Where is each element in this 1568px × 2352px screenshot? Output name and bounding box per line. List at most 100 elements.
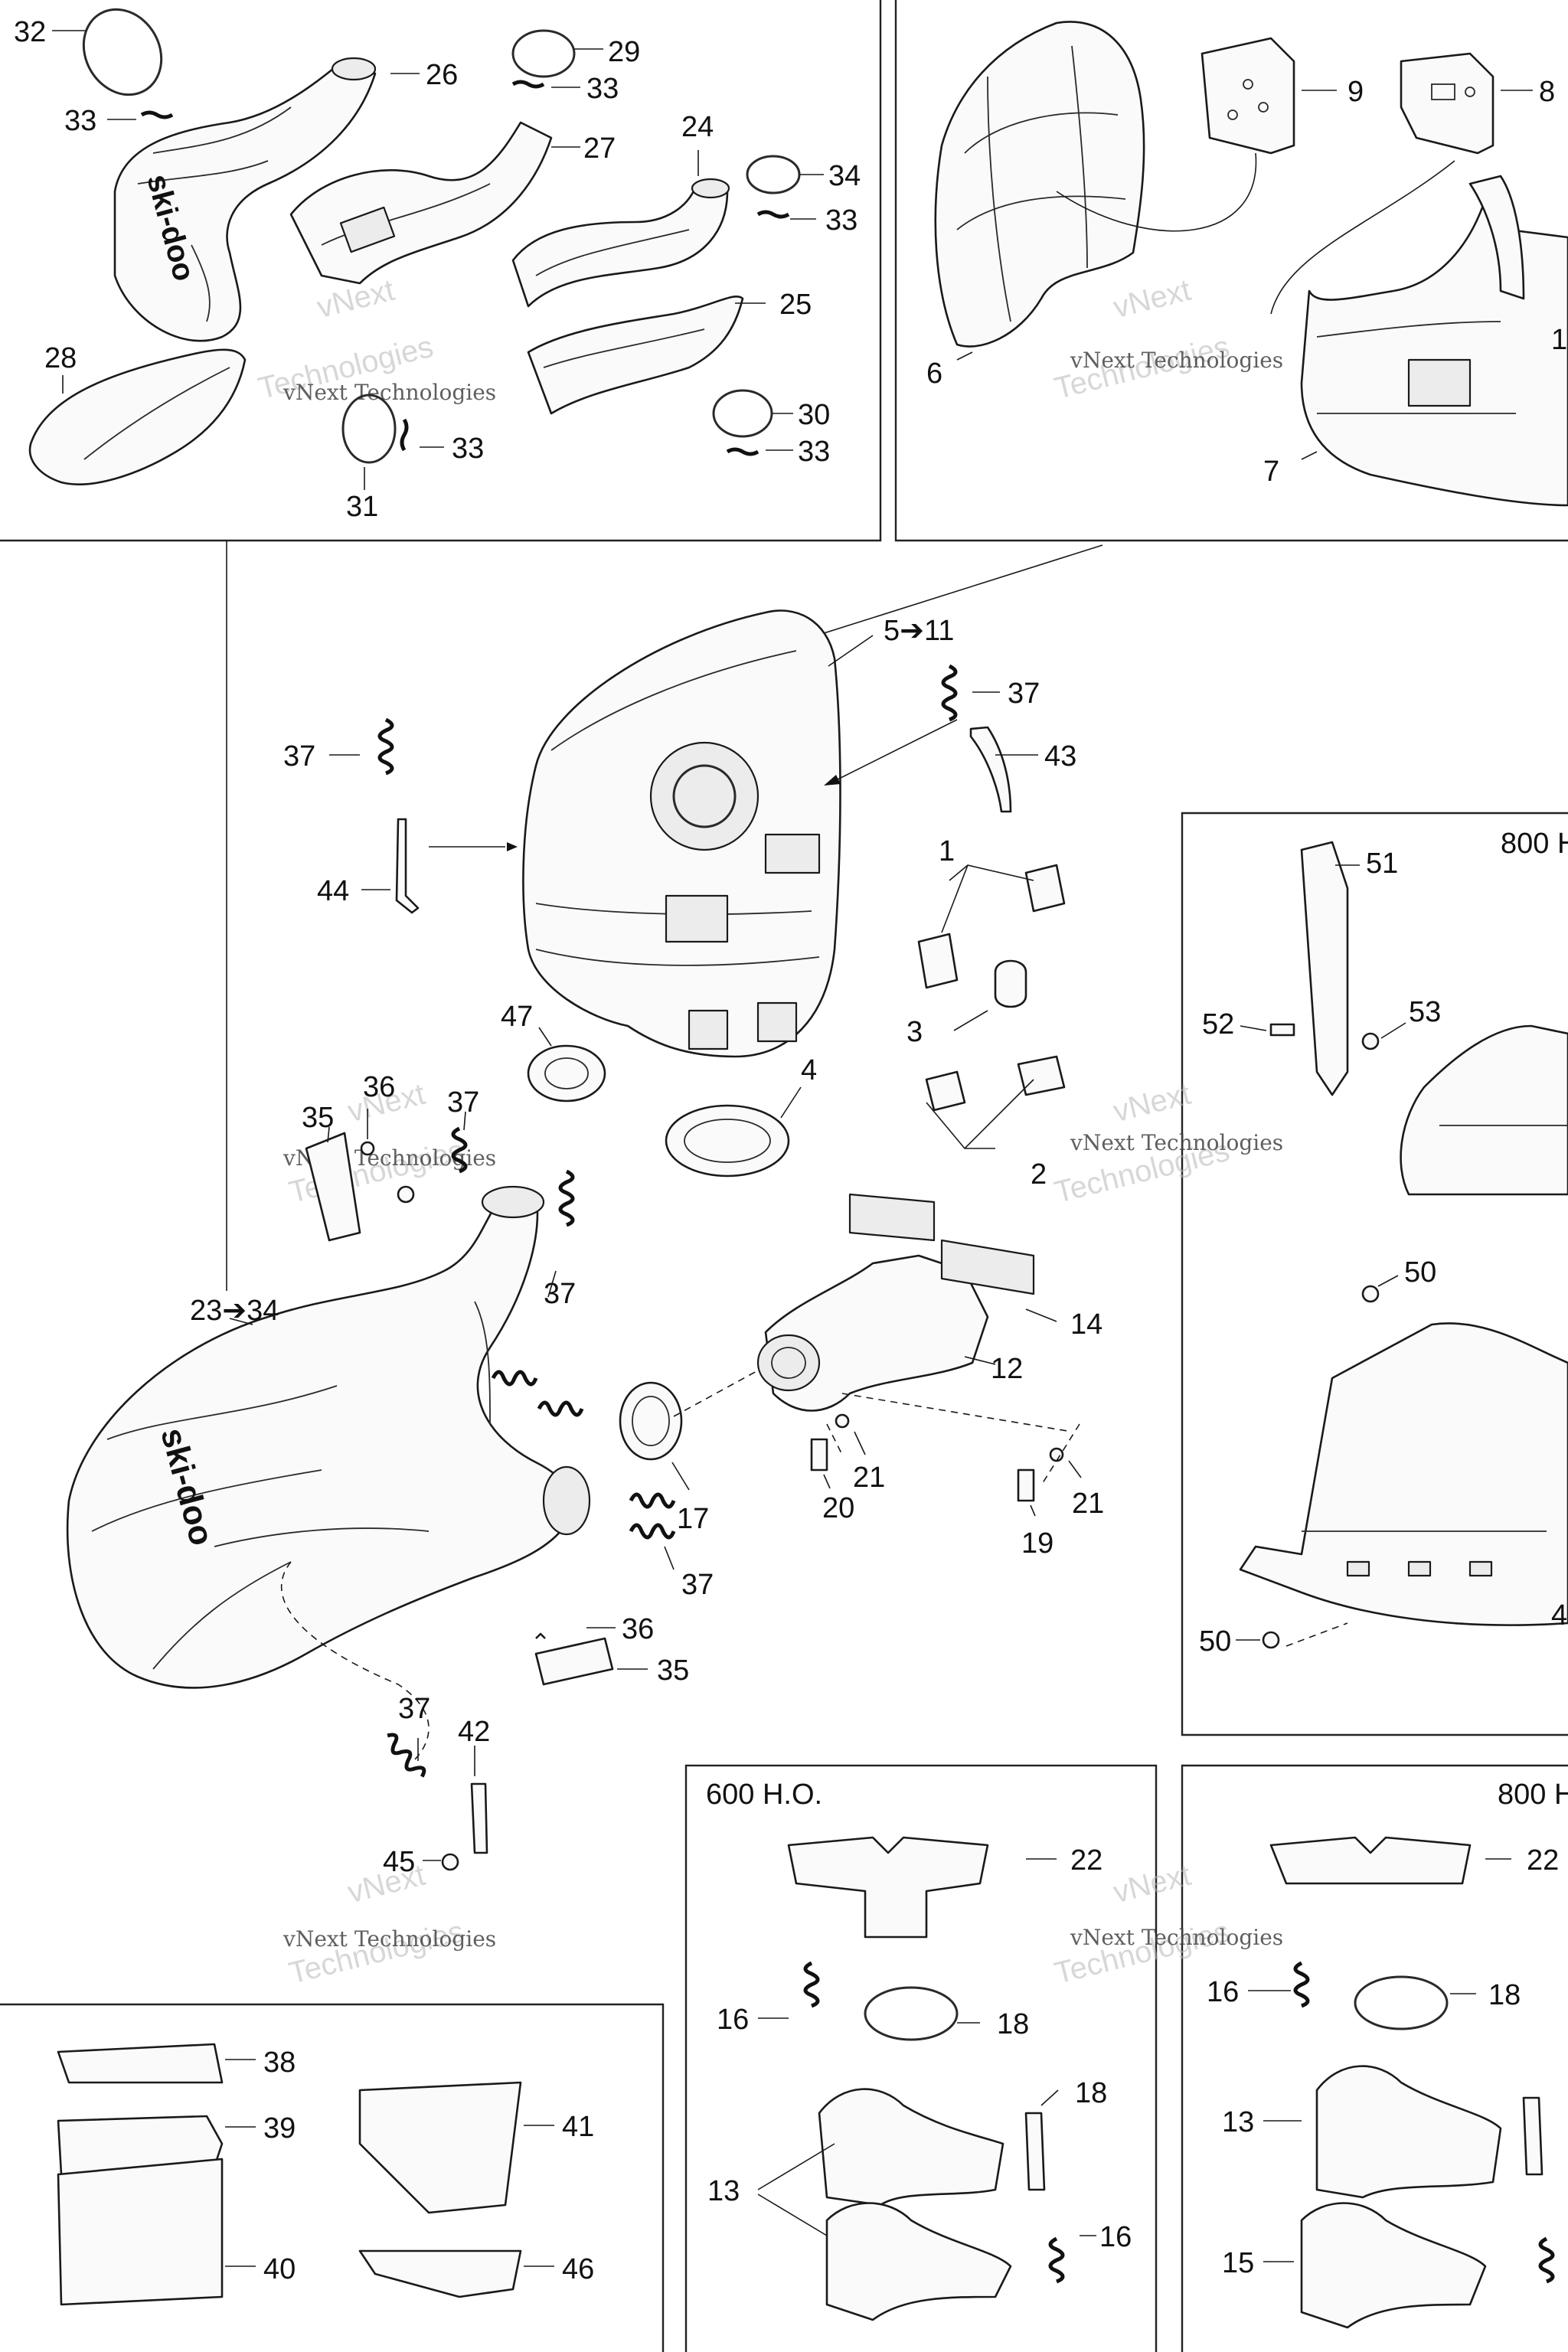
ring-clamp-29 [511, 29, 576, 78]
callout-label: 15 [1222, 2247, 1254, 2279]
spring-37 [558, 1169, 575, 1227]
nut-53 [1361, 1032, 1380, 1050]
clip-18 [1522, 2096, 1544, 2176]
callout-label: 38 [263, 2047, 296, 2079]
heat-shield-39 [57, 2115, 224, 2176]
bracket-35 [534, 1637, 614, 1686]
spring-clip-33 [400, 418, 409, 452]
spring-16 [1293, 1961, 1310, 2008]
arrow-head [507, 842, 518, 851]
nut-45 [441, 1853, 459, 1871]
spring-37 [377, 717, 394, 776]
callout-label: 45 [383, 1846, 415, 1878]
bolt-19 [1017, 1468, 1035, 1502]
spring-37 [629, 1523, 676, 1540]
spring-37 [629, 1492, 676, 1509]
callout-label: 31 [346, 491, 378, 523]
watermark-text: vNext Technologies [1070, 1130, 1283, 1155]
callout-label: 33 [586, 73, 619, 105]
spring-16 [1048, 2236, 1065, 2284]
callout-label: 37 [681, 1569, 714, 1601]
callout-label: 36 [622, 1613, 654, 1645]
callout-label: 37 [398, 1693, 430, 1725]
top-left-parts: ski-doo [28, 8, 801, 485]
rubber-mount-1 [1024, 864, 1066, 913]
callout-label: 6 [926, 358, 942, 390]
callout-label: 22 [1527, 1844, 1559, 1877]
exhaust-ring-17 [619, 1381, 683, 1461]
ring-clamp-34 [746, 155, 801, 194]
exhaust-elbow-13 [825, 2202, 1012, 2321]
heat-shield-25 [527, 295, 744, 415]
callout-label: 35 [302, 1102, 334, 1134]
watermark-text: vNext Technologies [1070, 1925, 1283, 1950]
watermark-text: vNext [1110, 273, 1194, 325]
watermark-text: vNext Technologies [283, 1926, 496, 1952]
callout-label: 16 [1099, 2221, 1132, 2253]
spring-37 [451, 1126, 468, 1174]
heat-shield-plate-28 [28, 348, 247, 485]
pipe-section-27 [289, 121, 553, 285]
callout-label: 39 [263, 2112, 296, 2145]
callout-label: 50 [1199, 1625, 1231, 1658]
callout-label: 19 [1021, 1527, 1054, 1560]
callout-label: 52 [1202, 1008, 1234, 1040]
heat-shield-38 [57, 2043, 224, 2084]
gasket-22 [787, 1836, 989, 1939]
callout-label: 47 [501, 1001, 533, 1033]
insulation-pad-8 [1400, 52, 1494, 155]
bumper-3 [994, 959, 1027, 1008]
top-right-parts [934, 21, 1568, 507]
screw-52 [1269, 1023, 1295, 1037]
clip-2 [925, 1070, 966, 1112]
bracket-42 [470, 1782, 488, 1854]
grommet-47 [527, 1044, 606, 1102]
callout-label: 43 [1044, 740, 1076, 773]
callout-label: 21 [853, 1462, 885, 1494]
callout-label: 13 [707, 2175, 740, 2207]
callout-label: 33 [452, 433, 484, 465]
callout-label: 21 [1072, 1488, 1104, 1520]
callout-label: 37 [544, 1278, 576, 1310]
callout-label: 18 [1075, 2077, 1107, 2109]
nut-36 [360, 1141, 375, 1156]
callout-label: 13 [1222, 2106, 1254, 2138]
clip-18 [1024, 2112, 1046, 2191]
callout-label: 29 [608, 36, 640, 68]
callout-label: 28 [44, 342, 77, 374]
rubber-mount-1 [917, 933, 959, 989]
callout-label: 37 [283, 740, 315, 773]
box-title: 600 H.O. [706, 1779, 822, 1811]
callout-label: 8 [1539, 76, 1555, 108]
spring-clip-33 [756, 210, 790, 219]
muffler-assembly: ski-doo [66, 609, 1080, 1871]
spring-37 [387, 1733, 426, 1778]
ring-18 [864, 1986, 959, 2041]
seal-4 [665, 1104, 790, 1178]
bottom-right-800-ho: 800 H.O. 22 16 18 13 15 [1207, 1779, 1568, 2329]
ring-18 [1354, 1975, 1449, 2030]
bracket-44 [395, 818, 420, 914]
callout-label: 1 [1551, 324, 1567, 356]
callout-label: 35 [657, 1655, 689, 1687]
callout-label: 18 [1488, 1979, 1521, 2011]
insulation-pad-9 [1200, 37, 1295, 155]
spring-16 [1538, 2236, 1555, 2284]
spring-37 [491, 1370, 538, 1387]
right-box-800-ho: 800 H.O. 51 52 53 50 50 4 [1199, 828, 1568, 1658]
ring-clamp-30 [712, 389, 773, 438]
callout-label: 41 [562, 2111, 594, 2143]
callout-label: 44 [317, 875, 349, 907]
spring-clip-33 [511, 80, 545, 89]
callout-label: 53 [1409, 996, 1441, 1028]
callout-label: 24 [681, 111, 714, 143]
heat-shield-4 [1239, 1322, 1568, 1626]
callout-label: 17 [677, 1503, 709, 1535]
callout-label: 36 [363, 1071, 395, 1103]
muffler-body [522, 609, 841, 1058]
washer-21 [1049, 1447, 1064, 1462]
exhaust-elbow-13 [818, 2088, 1004, 2207]
heat-shield-51 [1300, 841, 1349, 1096]
box-title: 800 H.O. [1498, 1779, 1568, 1811]
